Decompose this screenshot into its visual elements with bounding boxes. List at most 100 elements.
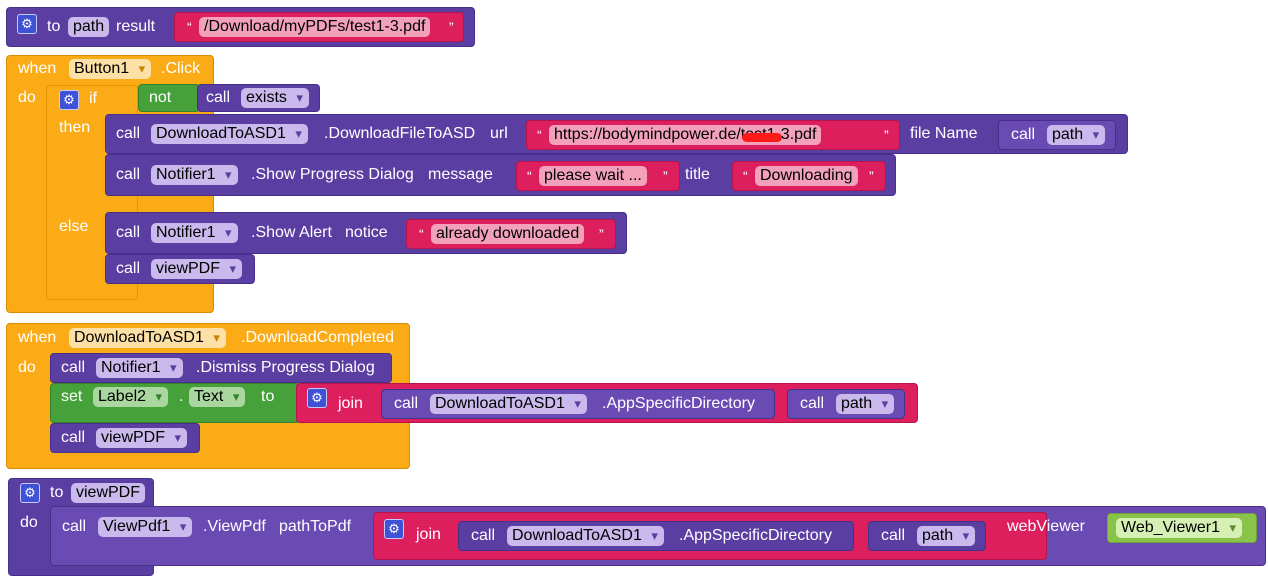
notice-string-block[interactable]: “ already downloaded ” [406, 219, 616, 249]
call-viewpdf-block[interactable]: call viewPDF [105, 254, 255, 284]
gear-icon[interactable]: ⚙ [17, 14, 37, 34]
do-label: do [18, 89, 36, 106]
set-label: set [61, 388, 83, 405]
procedure-name-field[interactable]: viewPDF [71, 483, 146, 503]
call-label: call [206, 89, 231, 106]
call-dismiss-progress-block[interactable]: call Notifier1 .Dismiss Progress Dialog [50, 353, 392, 383]
webviewer-component-dropdown[interactable]: Web_Viewer1 [1116, 518, 1243, 538]
viewpdf-procedure-dropdown[interactable]: viewPDF [151, 259, 243, 279]
message-string-block[interactable]: “ please wait ... ” [516, 161, 680, 191]
call-label: call [394, 395, 419, 412]
event-name-label: .DownloadCompleted [241, 329, 394, 346]
close-quote-icon: ” [869, 168, 874, 184]
pathtopdf-param-label: pathToPdf [279, 518, 352, 535]
webviewer-component-block[interactable]: Web_Viewer1 [1107, 513, 1257, 543]
message-value[interactable]: please wait ... [539, 166, 647, 186]
close-quote-icon: ” [599, 226, 604, 242]
when-label: when [18, 60, 57, 77]
message-param-label: message [428, 166, 493, 183]
dot-label: . [179, 388, 184, 405]
call-label: call [1011, 126, 1036, 143]
then-label: then [59, 119, 91, 136]
download-component-dropdown[interactable]: DownloadToASD1 [507, 526, 664, 546]
when-label: when [18, 329, 57, 346]
gear-icon[interactable]: ⚙ [307, 388, 327, 408]
call-download-file-block[interactable]: call DownloadToASD1 .DownloadFileToASD u… [105, 114, 1128, 154]
procedure-path-block[interactable]: ⚙ to path result “ /Download/myPDFs/test… [6, 7, 475, 47]
call-label: call [62, 518, 87, 535]
button-component-dropdown[interactable]: Button1 [69, 59, 152, 79]
filename-param-label: file Name [910, 125, 978, 142]
logic-not-block[interactable]: not [138, 84, 200, 112]
call-app-specific-dir-block[interactable]: call DownloadToASD1 .AppSpecificDirector… [458, 521, 854, 551]
call-exists-block[interactable]: call exists [197, 84, 320, 112]
notifier-component-dropdown[interactable]: Notifier1 [151, 165, 238, 185]
progress-method-label: .Show Progress Dialog [251, 166, 414, 183]
call-label: call [116, 166, 141, 183]
app-specific-dir-label: .AppSpecificDirectory [679, 527, 832, 544]
call-label: call [61, 359, 86, 376]
call-label: call [61, 429, 86, 446]
label-component-dropdown[interactable]: Label2 [93, 387, 169, 407]
call-label: call [471, 527, 496, 544]
call-path-block[interactable]: call path [787, 389, 905, 419]
call-path-block[interactable]: call path [868, 521, 986, 551]
download-component-dropdown[interactable]: DownloadToASD1 [69, 328, 226, 348]
notifier-component-dropdown[interactable]: Notifier1 [151, 223, 238, 243]
title-param-label: title [685, 166, 710, 183]
text-value[interactable]: /Download/myPDFs/test1-3.pdf [199, 17, 431, 37]
close-quote-icon: ” [449, 19, 454, 35]
notice-value[interactable]: already downloaded [431, 224, 585, 244]
open-quote-icon: “ [187, 19, 192, 35]
call-viewpdf-block[interactable]: call viewPDF [50, 423, 200, 453]
to-label: to [261, 388, 275, 405]
call-path-block[interactable]: call path [998, 120, 1116, 150]
join-block[interactable]: ⚙ join call DownloadToASD1 .AppSpecificD… [296, 383, 918, 423]
url-string-block[interactable]: “ https://bodymindpower.de/test1-3.pdf ” [526, 120, 900, 150]
property-dropdown[interactable]: Text [189, 387, 246, 407]
gear-icon[interactable]: ⚙ [20, 483, 40, 503]
notice-param-label: notice [345, 224, 388, 241]
call-app-specific-dir-block[interactable]: call DownloadToASD1 .AppSpecificDirector… [381, 389, 775, 419]
webviewer-param-label: webViewer [1007, 518, 1085, 535]
download-component-dropdown[interactable]: DownloadToASD1 [430, 394, 587, 414]
gear-icon[interactable]: ⚙ [59, 90, 79, 110]
do-label: do [18, 359, 36, 376]
call-label: call [116, 125, 141, 142]
else-label: else [59, 218, 89, 235]
title-string-block[interactable]: “ Downloading ” [732, 161, 886, 191]
path-procedure-dropdown[interactable]: path [917, 526, 976, 546]
event-name-label: .Click [161, 60, 201, 77]
url-param-label: url [490, 125, 508, 142]
do-label: do [20, 514, 38, 531]
call-viewpdf-method-block[interactable]: call ViewPdf1 .ViewPdf pathToPdf ⚙ join … [50, 506, 1266, 566]
procedure-name-field[interactable]: path [68, 17, 110, 37]
open-quote-icon: “ [743, 168, 748, 184]
exists-procedure-dropdown[interactable]: exists [241, 88, 309, 108]
set-label-text-block[interactable]: set Label2 . Text to [50, 383, 300, 423]
if-label: if [89, 90, 97, 107]
not-label: not [149, 89, 172, 106]
path-procedure-dropdown[interactable]: path [1047, 125, 1106, 145]
path-procedure-dropdown[interactable]: path [836, 394, 895, 414]
open-quote-icon: “ [419, 226, 424, 242]
call-show-alert-block[interactable]: call Notifier1 .Show Alert notice “ alre… [105, 212, 627, 254]
notifier-component-dropdown[interactable]: Notifier1 [96, 358, 183, 378]
text-string-block[interactable]: “ /Download/myPDFs/test1-3.pdf ” [174, 12, 464, 42]
call-show-progress-block[interactable]: call Notifier1 .Show Progress Dialog mes… [105, 154, 896, 196]
join-label: join [338, 395, 363, 412]
gear-icon[interactable]: ⚙ [384, 519, 404, 539]
viewpdf-component-dropdown[interactable]: ViewPdf1 [98, 517, 193, 537]
call-label: call [116, 260, 141, 277]
redaction-mark [742, 133, 782, 142]
alert-method-label: .Show Alert [251, 224, 332, 241]
close-quote-icon: ” [663, 168, 668, 184]
join-block[interactable]: ⚙ join call DownloadToASD1 .AppSpecificD… [373, 512, 1047, 560]
dismiss-method-label: .Dismiss Progress Dialog [196, 359, 375, 376]
title-value[interactable]: Downloading [755, 166, 858, 186]
download-component-dropdown[interactable]: DownloadToASD1 [151, 124, 308, 144]
procedure-result-label: result [116, 18, 156, 35]
app-specific-dir-label: .AppSpecificDirectory [602, 395, 755, 412]
viewpdf-method-label: .ViewPdf [203, 518, 266, 535]
viewpdf-procedure-dropdown[interactable]: viewPDF [96, 428, 188, 448]
